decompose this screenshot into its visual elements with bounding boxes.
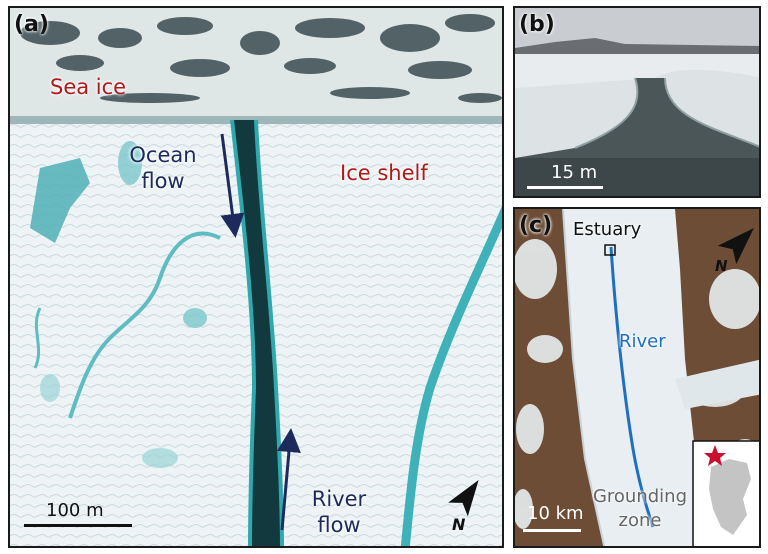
panel-c-label: (c) <box>519 213 553 238</box>
panel-a-label: (a) <box>14 12 49 37</box>
estuary-label: Estuary <box>573 219 642 240</box>
scale-label-a: 100 m <box>46 500 104 521</box>
north-label-c: N <box>715 257 728 275</box>
panel-b: (b) 15 m <box>513 6 761 198</box>
panel-b-photo <box>515 8 759 196</box>
north-arrow-c <box>717 228 754 265</box>
estuary-box <box>604 244 616 256</box>
scale-bar-b <box>527 186 603 189</box>
sea-ice-label: Sea ice <box>50 75 127 99</box>
scale-label-c: 10 km <box>527 503 584 524</box>
scale-bar-a <box>24 524 132 527</box>
location-star <box>704 445 726 466</box>
scale-label-b: 15 m <box>551 162 598 183</box>
scale-bar-c <box>523 529 581 532</box>
ice-shelf-label: Ice shelf <box>340 161 428 185</box>
panel-a-photo <box>10 8 502 546</box>
panel-b-label: (b) <box>519 12 555 37</box>
panel-c-photo <box>515 209 759 546</box>
river-line <box>609 246 655 528</box>
river-label: River <box>619 331 666 352</box>
north-label-a: N <box>452 515 466 534</box>
